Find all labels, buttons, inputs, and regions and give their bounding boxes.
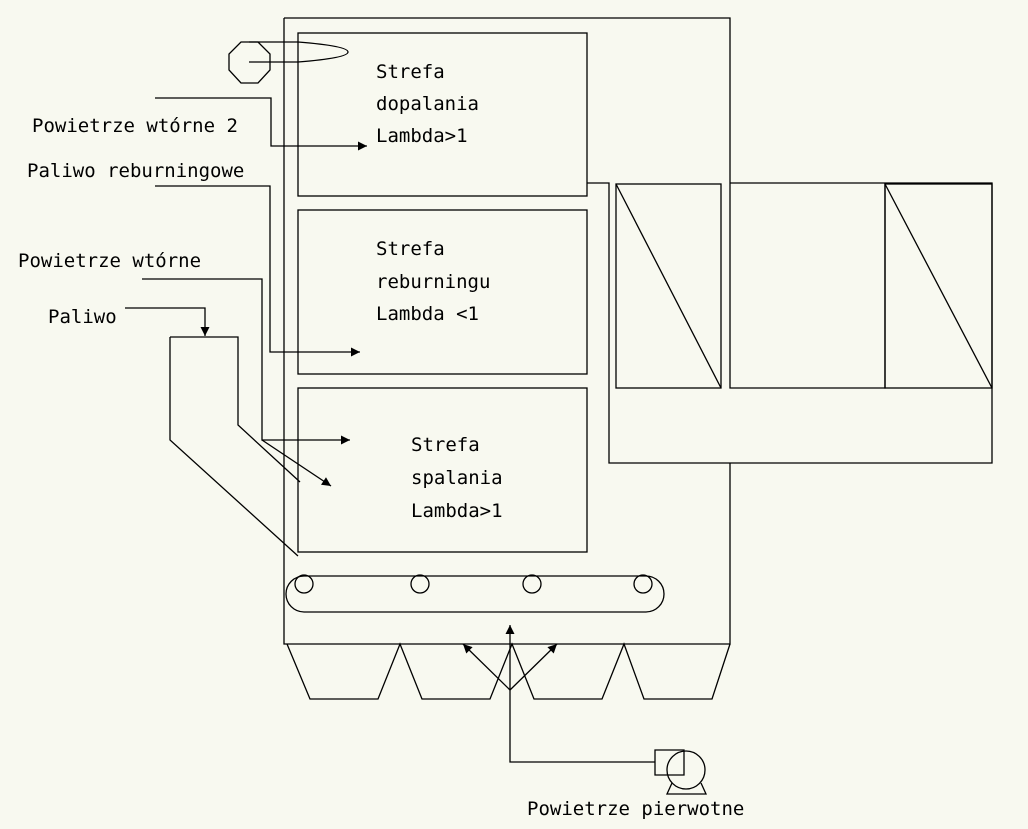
afterburn-zone-line2: dopalania xyxy=(376,93,479,115)
burner-nozzle-icon xyxy=(228,41,349,84)
afterburn-zone-line1: Strefa xyxy=(376,61,445,83)
heat-exchanger-2 xyxy=(884,183,993,389)
label-fuel: Paliwo xyxy=(48,306,117,328)
secondary-air-2-line xyxy=(155,97,367,151)
boiler-casing xyxy=(283,17,731,645)
grate-conveyor xyxy=(285,574,665,613)
combustion-zone-box xyxy=(297,387,588,553)
reburning-zone-box xyxy=(297,209,588,375)
fan-icon xyxy=(654,749,708,795)
combustion-zone-line3: Lambda>1 xyxy=(411,500,503,522)
label-secondary-air-2: Powietrze wtórne 2 xyxy=(32,115,238,137)
reburn-zone-line3: Lambda <1 xyxy=(376,303,479,325)
label-reburning-fuel: Paliwo reburningowe xyxy=(27,160,244,182)
flue-gas-duct xyxy=(587,182,993,464)
reburn-zone-line1: Strefa xyxy=(376,238,445,260)
reburn-zone-line2: reburningu xyxy=(376,271,490,293)
primary-air-distribution xyxy=(462,625,655,763)
afterburning-zone-box xyxy=(297,32,588,197)
label-primary-air: Powietrze pierwotne xyxy=(527,798,744,820)
ash-hoppers xyxy=(286,642,731,700)
combustion-zone-line2: spalania xyxy=(411,467,503,489)
reburning-fuel-line xyxy=(155,185,360,357)
combustion-zone-line1: Strefa xyxy=(411,434,480,456)
fuel-hopper xyxy=(169,336,332,557)
heat-exchanger-1 xyxy=(615,183,722,389)
label-secondary-air: Powietrze wtórne xyxy=(18,250,201,272)
afterburn-zone-line3: Lambda>1 xyxy=(376,125,468,147)
secondary-air-line xyxy=(142,278,350,445)
fuel-line xyxy=(125,307,210,336)
